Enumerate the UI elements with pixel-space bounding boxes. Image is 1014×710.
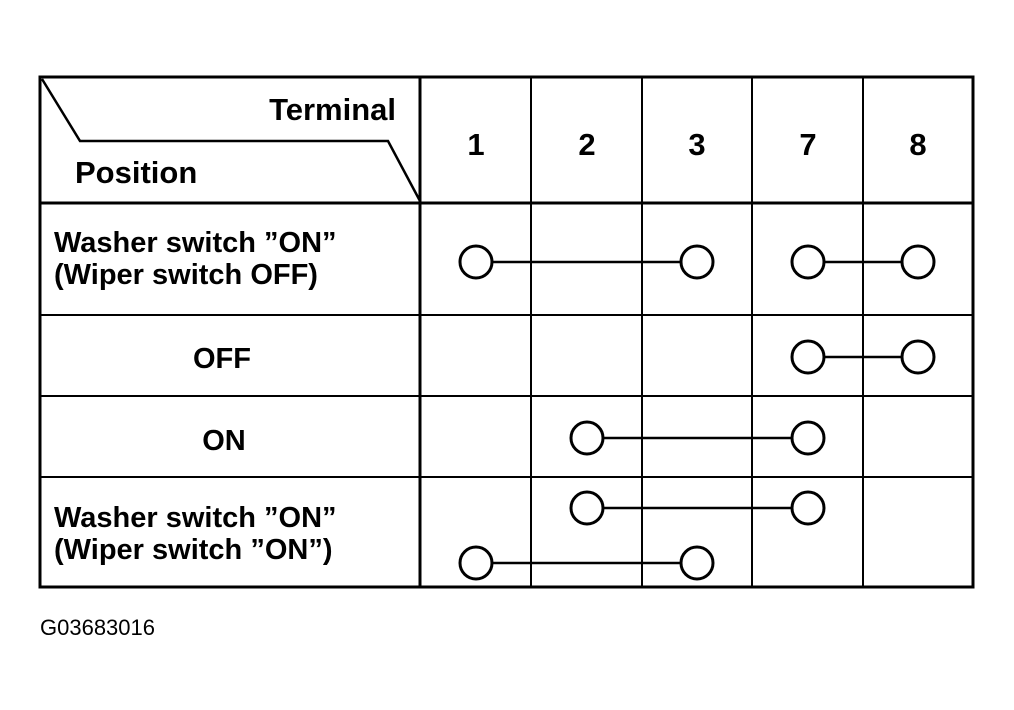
continuity-connections bbox=[458, 244, 936, 581]
figure-id: G03683016 bbox=[40, 615, 155, 640]
row-3-label-line-1: ON bbox=[202, 425, 246, 457]
terminal-8-header: 8 bbox=[909, 127, 926, 162]
position-row-labels: Washer switch ”ON”(Wiper switch OFF)OFFO… bbox=[54, 227, 337, 566]
terminal-7-header: 7 bbox=[799, 127, 816, 162]
row-1-label-line-2: (Wiper switch OFF) bbox=[54, 259, 318, 291]
row-4-label-line-1: Washer switch ”ON” bbox=[54, 502, 337, 534]
row-4-label-line-2: (Wiper switch ”ON”) bbox=[54, 534, 332, 566]
row-3-terminal-7-node bbox=[790, 420, 826, 456]
header-diagonal-divider bbox=[40, 78, 422, 202]
terminal-header: Terminal bbox=[269, 92, 396, 127]
row-2-terminal-7-node bbox=[790, 339, 826, 375]
row-4-terminal-7-node bbox=[790, 490, 826, 526]
row-4-terminal-1-node bbox=[458, 545, 494, 581]
position-header: Position bbox=[75, 155, 197, 190]
row-3-terminal-2-node bbox=[569, 420, 605, 456]
row-2-label-line-1: OFF bbox=[193, 343, 251, 375]
terminal-number-headers: 1 2 3 7 8 bbox=[467, 127, 926, 162]
row-1-terminal-1-node bbox=[458, 244, 494, 280]
terminal-2-header: 2 bbox=[578, 127, 595, 162]
row-4-terminal-3-node bbox=[679, 545, 715, 581]
row-1-terminal-8-node bbox=[900, 244, 936, 280]
table-border bbox=[38, 75, 975, 589]
row-1-terminal-3-node bbox=[679, 244, 715, 280]
terminal-3-header: 3 bbox=[688, 127, 705, 162]
row-2-terminal-8-node bbox=[900, 339, 936, 375]
row-1-terminal-7-node bbox=[790, 244, 826, 280]
terminal-1-header: 1 bbox=[467, 127, 484, 162]
row-1-label-line-1: Washer switch ”ON” bbox=[54, 227, 337, 259]
row-4-terminal-2-node bbox=[569, 490, 605, 526]
